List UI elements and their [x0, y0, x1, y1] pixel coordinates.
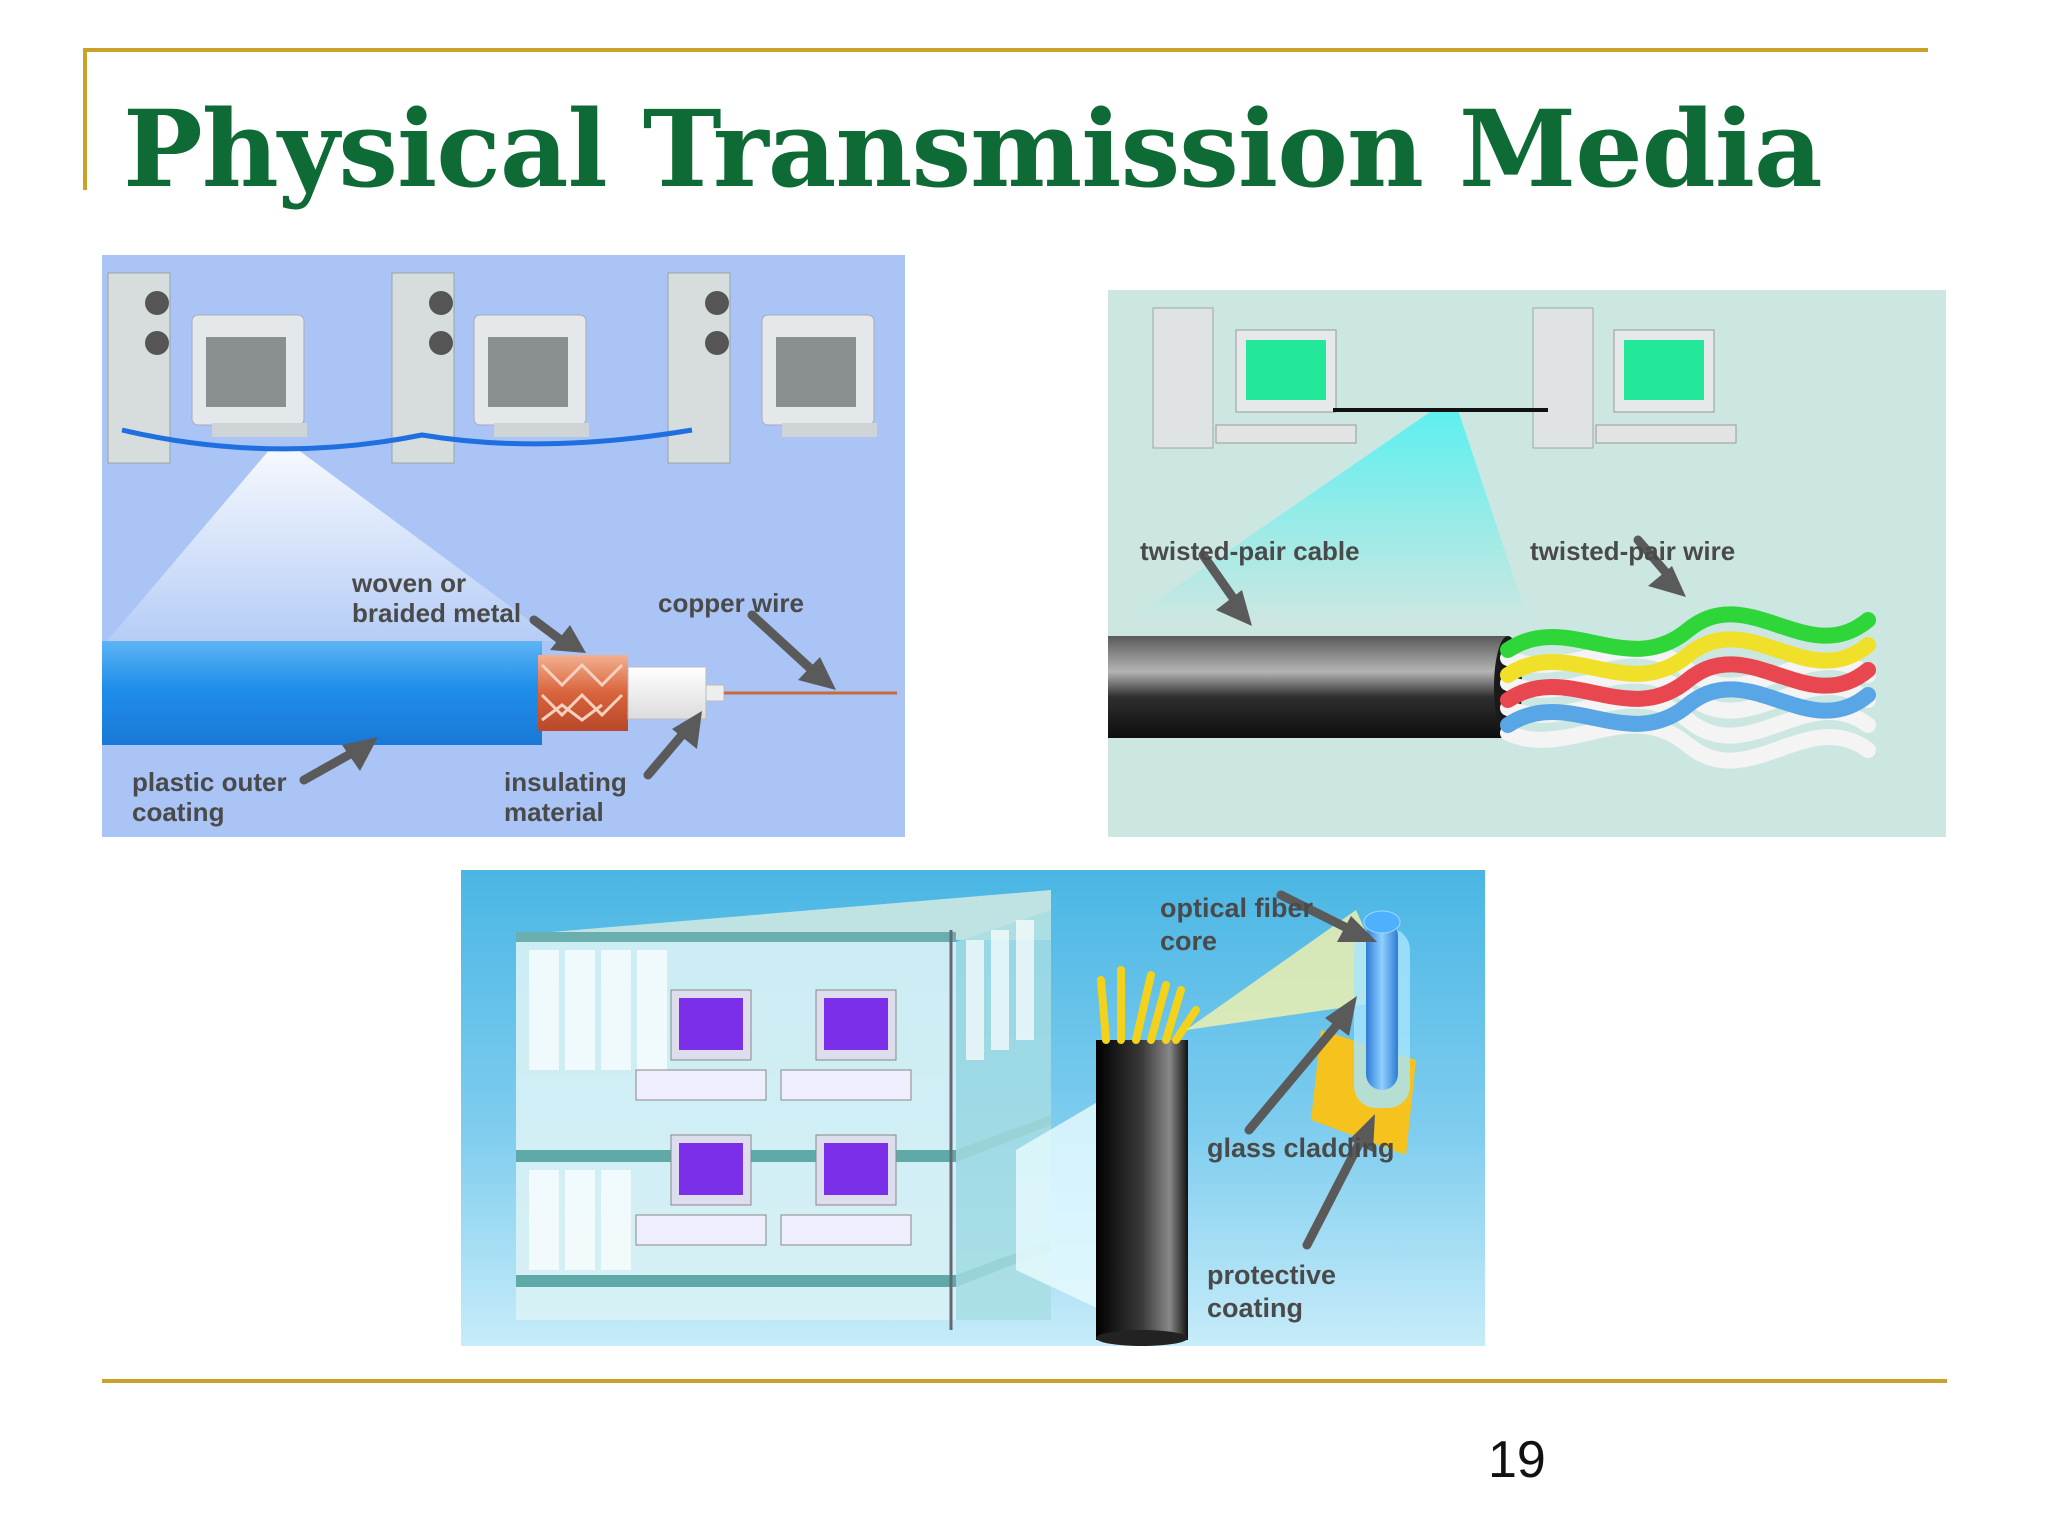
pc-row-lower [635, 1134, 912, 1246]
label-woven-1: woven or [352, 568, 467, 598]
slide-title: Physical Transmission Media [123, 86, 1823, 211]
coax-cable-illustration: woven or braided metal copper wire plast… [102, 255, 905, 837]
label-protective-2: coating [1207, 1293, 1304, 1323]
insulator [627, 666, 707, 720]
page-number: 19 [1488, 1431, 1546, 1489]
label-optical-fiber-1: optical fiber [1160, 893, 1314, 923]
fiber-strands [1097, 966, 1200, 1044]
label-twisted-pair-wire: twisted-pair wire [1530, 536, 1736, 566]
building-roof [516, 890, 1051, 940]
label-glass-cladding: glass cladding [1207, 1133, 1395, 1163]
outer-coating [102, 641, 542, 745]
computer-left [1152, 307, 1357, 449]
zoom-beam [107, 449, 557, 641]
wire-colored [1500, 631, 1876, 683]
label-plastic-1: plastic outer [132, 767, 287, 797]
pc-row-upper [635, 989, 912, 1101]
computer-1 [107, 272, 307, 464]
computer-2 [391, 272, 589, 464]
bottom-rule [102, 1379, 1947, 1383]
wire-colored [1500, 681, 1876, 733]
label-woven-2: braided metal [352, 598, 522, 628]
label-twisted-pair-cable: twisted-pair cable [1140, 536, 1360, 566]
twisted-wires [1500, 606, 1876, 769]
left-rule [83, 48, 87, 190]
fiber-optic-illustration: optical fiber core glass cladding protec… [461, 870, 1485, 1346]
wire-colored [1500, 606, 1876, 658]
wire-white [1500, 717, 1876, 769]
twisted-pair-illustration: twisted-pair cable twisted-pair wire [1108, 290, 1946, 837]
network-cable [121, 427, 693, 452]
cable-jacket [1108, 636, 1508, 738]
computer-3 [667, 272, 877, 464]
label-protective-1: protective [1207, 1260, 1337, 1290]
label-insulating-2: material [504, 797, 604, 827]
label-plastic-2: coating [132, 797, 225, 827]
wire-colored [1500, 656, 1876, 708]
label-optical-fiber-2: core [1160, 926, 1218, 956]
computer-right [1532, 307, 1737, 449]
zoom-beam [1128, 410, 1528, 620]
fiber-cable [1096, 1040, 1188, 1340]
fiber-cross-section [1311, 910, 1416, 1155]
label-insulating-1: insulating [504, 767, 627, 797]
top-rule [83, 48, 1928, 52]
label-copper-wire: copper wire [658, 588, 804, 618]
